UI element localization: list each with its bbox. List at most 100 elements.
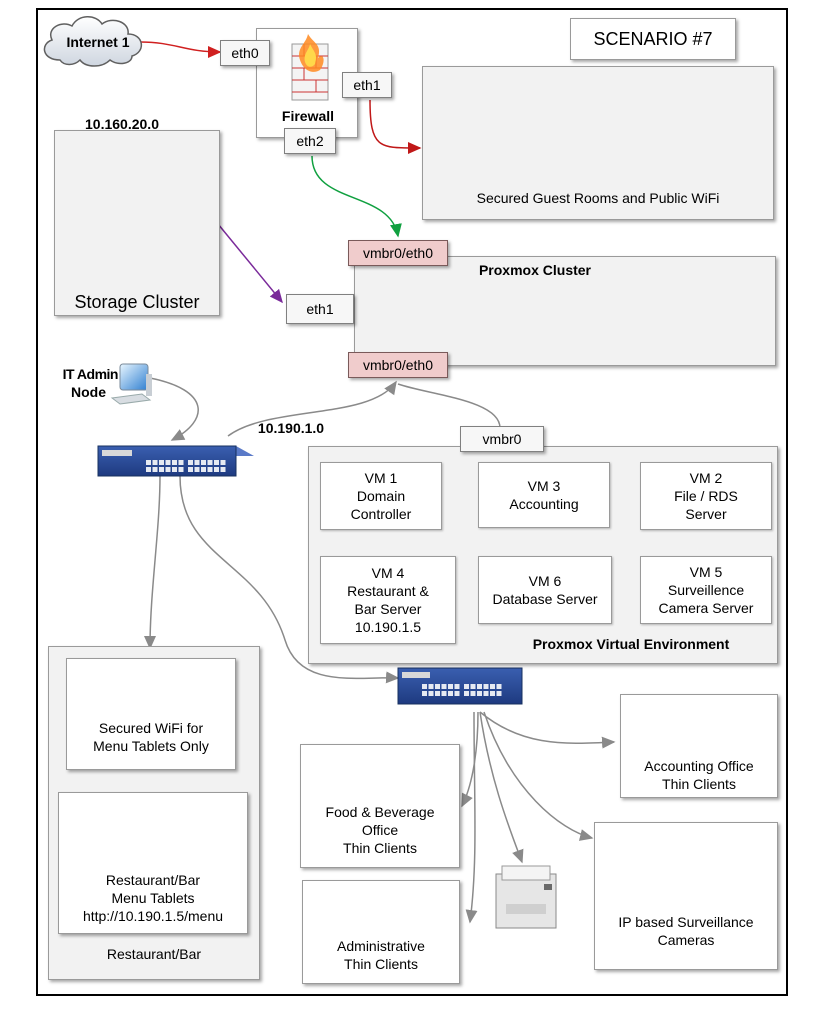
guest-link — [369, 99, 422, 155]
switch-port — [422, 691, 427, 696]
pve-label: Proxmox Virtual Environment — [532, 636, 730, 652]
to-printer-link — [479, 711, 524, 864]
storage-subnet-label: 10.160.20.0 — [85, 116, 159, 132]
tablets-line-1: Restaurant/Bar — [105, 872, 201, 888]
computer-icon — [110, 363, 152, 405]
admin-pc-icon — [110, 363, 152, 405]
to-cameras-link — [483, 711, 594, 841]
switch-port — [464, 691, 469, 696]
proxmox-cluster-box — [354, 256, 776, 366]
to-fnb-link — [461, 711, 479, 808]
cluster-top-port: vmbr0/eth0 — [348, 240, 448, 266]
switch-port — [214, 460, 219, 465]
to-admin-link — [465, 711, 478, 924]
switch-port — [194, 467, 200, 472]
switch-to-switch2-link — [179, 475, 400, 684]
diagram-frame — [36, 8, 788, 996]
switch-port — [220, 467, 226, 472]
proxmox-cluster-label: Proxmox Cluster — [478, 262, 592, 278]
guest-wifi-box — [422, 66, 774, 220]
switch-port — [159, 460, 164, 465]
storage-cluster-box — [54, 130, 220, 316]
restaurant-wifi-box — [66, 658, 236, 770]
switch-port — [490, 684, 495, 689]
switch-port — [207, 460, 213, 465]
switch-port — [152, 460, 158, 465]
switch-port — [496, 691, 502, 696]
switch-port — [201, 467, 206, 472]
switch-port — [172, 467, 177, 472]
switch-port — [428, 684, 434, 689]
switch-2-ports — [422, 684, 502, 696]
cameras-line-1: IP based Surveillance — [618, 914, 754, 930]
switch-port — [165, 460, 171, 465]
cluster-bottom-port: vmbr0/eth0 — [348, 352, 448, 378]
switch-port — [477, 691, 482, 696]
switch-port — [454, 691, 460, 696]
switch-port — [220, 460, 226, 465]
it-admin-label-1: IT Admin — [62, 366, 119, 382]
switch-port — [201, 460, 206, 465]
cloud-icon — [43, 16, 142, 67]
switch-2-icon — [397, 667, 523, 705]
lan-subnet-label: 10.190.1.0 — [257, 420, 325, 436]
switch-port — [214, 467, 219, 472]
fnb-clients-line-2: Office — [361, 822, 399, 838]
switch-to-restaurant-link — [144, 475, 161, 650]
cameras-line-2: Cameras — [657, 932, 715, 948]
switch-port — [188, 460, 193, 465]
restaurant-bar-label: Restaurant/Bar — [106, 946, 202, 962]
switch-port — [152, 467, 158, 472]
switch-port — [422, 684, 427, 689]
switch-port — [448, 684, 453, 689]
switch-port — [188, 467, 193, 472]
admin-clients-line-1: Administrative — [337, 938, 425, 954]
switch-port — [178, 460, 184, 465]
tablets-box — [58, 792, 248, 934]
to-accounting-link — [479, 711, 616, 749]
switch-port — [146, 460, 151, 465]
switch-1-ports — [146, 460, 226, 472]
switch-port — [470, 684, 476, 689]
admin-to-switch-link — [149, 377, 199, 441]
admin-clients-box — [302, 880, 460, 984]
cameras-box — [594, 822, 778, 970]
fnb-clients-line-1: Food & Beverage — [325, 804, 435, 820]
accounting-clients-line-2: Thin Clients — [662, 776, 736, 792]
switch-port — [483, 684, 489, 689]
switch-port — [483, 691, 489, 696]
switch-port — [454, 684, 460, 689]
switch-port — [194, 460, 200, 465]
firewall-icon — [291, 34, 329, 101]
switch-port — [165, 467, 171, 472]
accounting-clients-line-1: Accounting Office — [644, 758, 754, 774]
switch-port — [448, 691, 453, 696]
printer-icon — [495, 865, 557, 929]
tablets-line-2: Menu Tablets — [111, 890, 195, 906]
tablets-line-3: http://10.190.1.5/menu — [82, 908, 224, 924]
restaurant-wifi-line-1: Secured WiFi for — [98, 720, 204, 736]
restaurant-wifi-line-2: Menu Tablets Only — [93, 738, 209, 754]
switch-port — [477, 684, 482, 689]
firewall-eth0-port: eth0 — [220, 40, 270, 66]
switch-port — [496, 684, 502, 689]
switch-port — [146, 467, 151, 472]
storage-link — [217, 223, 283, 304]
switch-port — [470, 691, 476, 696]
pve-bridge-port: vmbr0 — [460, 426, 544, 452]
switch-port — [435, 691, 440, 696]
switch-port — [441, 691, 447, 696]
switch-port — [490, 691, 495, 696]
switch-port — [441, 684, 447, 689]
internet-link — [139, 41, 222, 58]
bridge-to-cluster-link — [397, 383, 501, 429]
switch-port — [178, 467, 184, 472]
admin-clients-line-2: Thin Clients — [344, 956, 418, 972]
switch-port — [207, 467, 213, 472]
cluster-eth1-port: eth1 — [286, 294, 354, 324]
